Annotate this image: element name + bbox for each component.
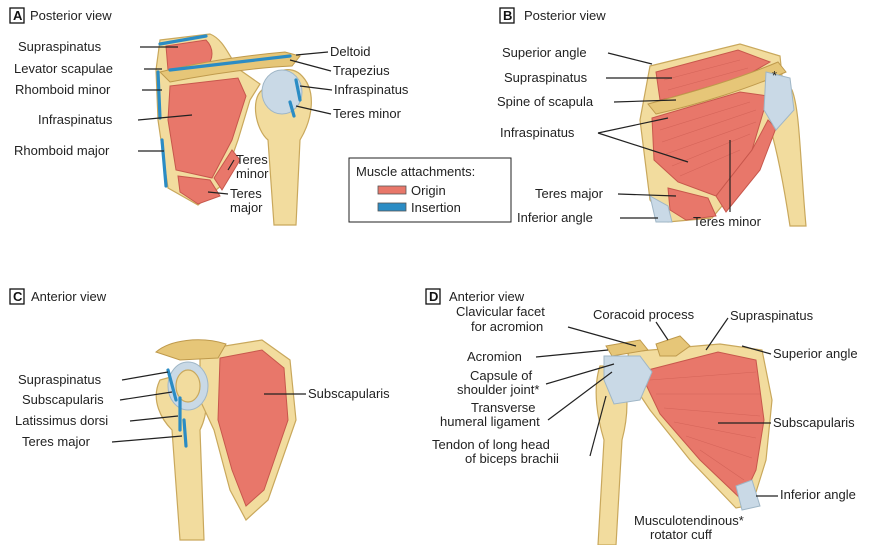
panel-c-title: Anterior view: [31, 289, 107, 304]
insertion-line-c3: [184, 420, 186, 446]
label-c-teres-major: Teres major: [22, 434, 91, 449]
panel-d: D Anterior view Clavicular facet for acr…: [426, 289, 858, 545]
label-a-teres-major-2: major: [230, 200, 263, 215]
leader-a-deltoid: [296, 52, 328, 55]
label-a-deltoid: Deltoid: [330, 44, 370, 59]
panel-d-title: Anterior view: [449, 289, 525, 304]
legend-insertion-swatch: [378, 203, 406, 211]
label-d-subscapularis: Subscapularis: [773, 415, 855, 430]
legend-insertion-label: Insertion: [411, 200, 461, 215]
label-c-latissimus: Latissimus dorsi: [15, 413, 108, 428]
label-d-capsule-1: Capsule of: [470, 368, 533, 383]
panel-b: B Posterior view * Superior angle Supras…: [497, 8, 806, 229]
label-c-supraspinatus: Supraspinatus: [18, 372, 102, 387]
insertion-line-a2: [158, 72, 160, 118]
legend-origin-label: Origin: [411, 183, 446, 198]
panel-b-letter: B: [503, 8, 512, 23]
label-a-supraspinatus: Supraspinatus: [18, 39, 102, 54]
leader-c-supraspinatus: [122, 372, 168, 380]
label-d-clavicular-1: Clavicular facet: [456, 304, 545, 319]
label-b-inferior-angle: Inferior angle: [517, 210, 593, 225]
label-b-spine: Spine of scapula: [497, 94, 594, 109]
label-b-infraspinatus: Infraspinatus: [500, 125, 575, 140]
leader-a-trapezius: [290, 60, 331, 71]
label-c-subscapularis-r: Subscapularis: [308, 386, 390, 401]
label-c-subscapularis: Subscapularis: [22, 392, 104, 407]
humeral-head-a: [262, 70, 302, 114]
legend: Muscle attachments: Origin Insertion: [349, 158, 511, 222]
leader-d-coracoid: [656, 322, 668, 340]
label-a-infraspinatus-r: Infraspinatus: [334, 82, 409, 97]
label-b-teres-minor: Teres minor: [693, 214, 762, 229]
label-d-tendon-2: of biceps brachii: [465, 451, 559, 466]
label-a-trapezius: Trapezius: [333, 63, 390, 78]
panel-c-letter: C: [13, 289, 23, 304]
label-b-star: *: [772, 68, 777, 83]
panel-d-letter: D: [429, 289, 438, 304]
legend-origin-swatch: [378, 186, 406, 194]
label-a-teres-minor-2: minor: [236, 166, 269, 181]
leader-b-superior-angle: [608, 53, 652, 64]
label-a-infraspinatus: Infraspinatus: [38, 112, 113, 127]
panel-a-title: Posterior view: [30, 8, 112, 23]
label-a-teres-minor-1: Teres: [236, 152, 268, 167]
label-a-levator: Levator scapulae: [14, 61, 113, 76]
panel-a-letter: A: [13, 8, 23, 23]
label-d-acromion: Acromion: [467, 349, 522, 364]
label-d-transverse-1: Transverse: [471, 400, 536, 415]
legend-title: Muscle attachments:: [356, 164, 475, 179]
panel-b-title: Posterior view: [524, 8, 606, 23]
label-a-rhomboid-major: Rhomboid major: [14, 143, 110, 158]
leader-d-clavicular: [568, 327, 636, 346]
label-a-teres-major-1: Teres: [230, 186, 262, 201]
label-b-supraspinatus: Supraspinatus: [504, 70, 588, 85]
leader-c-teres-major: [112, 436, 182, 442]
label-d-clavicular-2: for acromion: [471, 319, 543, 334]
label-d-coracoid: Coracoid process: [593, 307, 695, 322]
label-b-teres-major: Teres major: [535, 186, 604, 201]
label-d-transverse-2: humeral ligament: [440, 414, 540, 429]
subscapularis-d: [640, 352, 764, 500]
label-b-superior-angle: Superior angle: [502, 45, 587, 60]
label-a-teres-minor-r: Teres minor: [333, 106, 402, 121]
acromion-c: [156, 340, 226, 360]
label-d-rotator-1: Musculotendinous*: [634, 513, 744, 528]
label-d-capsule-2: shoulder joint*: [457, 382, 539, 397]
label-d-rotator-2: rotator cuff: [650, 527, 712, 542]
panel-c: C Anterior view Supraspinatus Subscapula…: [10, 289, 390, 540]
label-d-tendon-1: Tendon of long head: [432, 437, 550, 452]
leader-d-acromion: [536, 350, 608, 357]
label-a-rhomboid-minor: Rhomboid minor: [15, 82, 111, 97]
label-d-superior-angle: Superior angle: [773, 346, 858, 361]
label-d-supraspinatus: Supraspinatus: [730, 308, 814, 323]
label-d-inferior-angle: Inferior angle: [780, 487, 856, 502]
